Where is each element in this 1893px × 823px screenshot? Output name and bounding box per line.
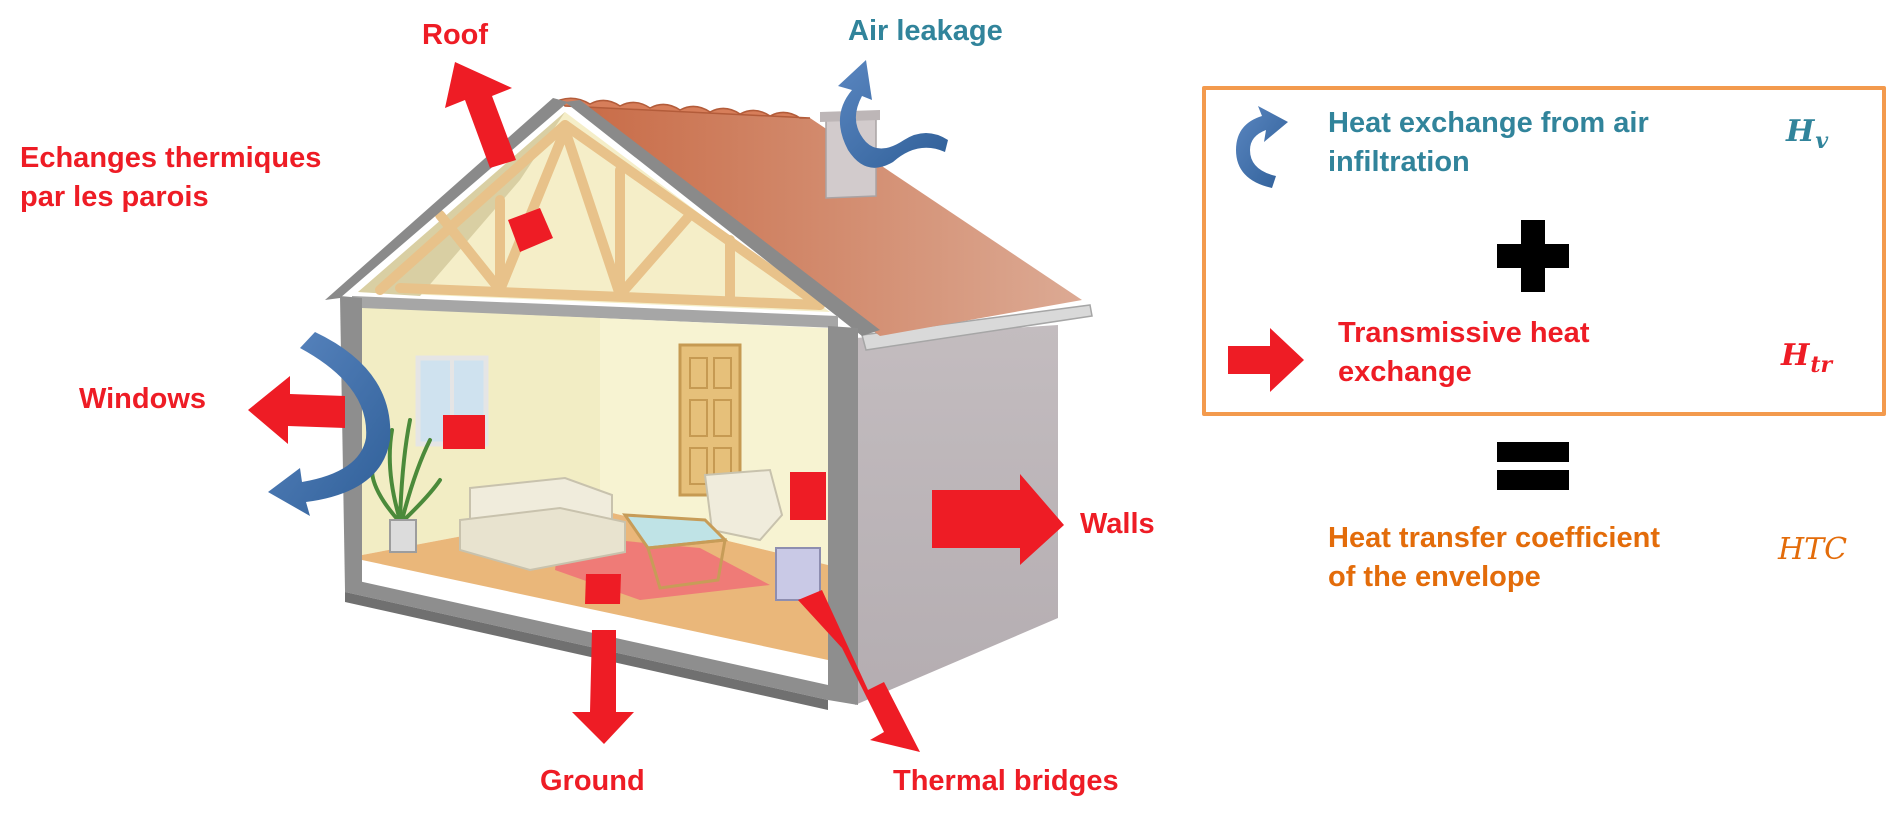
walls-label: Walls: [1080, 505, 1155, 544]
walls-heading: Echanges thermiques par les parois: [20, 139, 321, 217]
walls-heading-line1: Echanges thermiques: [20, 139, 321, 178]
htc-symbol: HTC: [1778, 532, 1847, 567]
air-leakage-arrow: [838, 60, 948, 168]
red-arrow-icon: [1228, 328, 1304, 392]
ground-label: Ground: [540, 762, 645, 801]
htr-symbol: Htr: [1781, 338, 1832, 378]
thermal-bridges-label: Thermal bridges: [893, 762, 1119, 801]
windows-arrow: [248, 376, 345, 444]
left-wall-slab: [340, 296, 362, 590]
curved-arrow-icon: [1228, 104, 1298, 190]
legend-htc-line2: of the envelope: [1328, 558, 1660, 597]
legend-air-text: Heat exchange from air infiltration: [1328, 104, 1649, 182]
legend-htc-text: Heat transfer coefficient of the envelop…: [1328, 519, 1660, 597]
walls-heading-line2: par les parois: [20, 178, 321, 217]
sofa: [460, 478, 625, 570]
legend-air-line2: infiltration: [1328, 143, 1649, 182]
legend-transmissive-text: Transmissive heat exchange: [1338, 314, 1589, 392]
roof-arrow: [445, 62, 516, 168]
side-cart: [776, 548, 820, 600]
plus-icon: [1497, 220, 1569, 292]
hv-symbol: Hv: [1786, 114, 1828, 154]
windows-label: Windows: [79, 380, 206, 419]
legend-transmissive-line2: exchange: [1338, 353, 1589, 392]
roof-label: Roof: [422, 16, 488, 55]
legend-htc-line1: Heat transfer coefficient: [1328, 519, 1660, 558]
legend-transmissive-line1: Transmissive heat: [1338, 314, 1589, 353]
legend-air-line1: Heat exchange from air: [1328, 104, 1649, 143]
air-leakage-label: Air leakage: [848, 12, 1003, 51]
equals-icon: [1497, 442, 1569, 492]
